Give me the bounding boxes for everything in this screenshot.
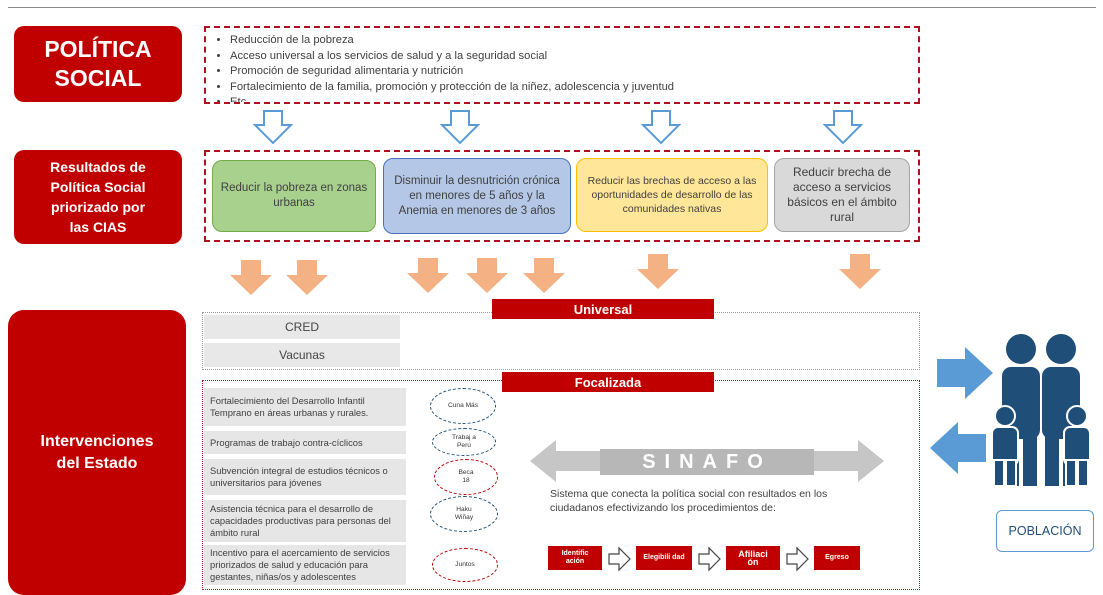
down-arrow-icon xyxy=(637,254,679,289)
sinafo-description: Sistema que conecta la política social c… xyxy=(550,488,828,514)
down-arrow-icon xyxy=(440,110,480,144)
policy-item: Promoción de seguridad alimentaria y nut… xyxy=(230,64,918,80)
focalizada-header: Focalizada xyxy=(502,372,714,392)
sinafo-title: SINAFO xyxy=(600,449,814,475)
down-arrow-icon xyxy=(466,258,508,293)
universal-row: CRED xyxy=(204,315,400,339)
program-oval: Beca 18 xyxy=(434,459,498,495)
header-line: POLÍTICA xyxy=(44,36,152,62)
down-arrow-icon xyxy=(230,260,272,295)
resultados-header: Resultados de Política Social priorizado… xyxy=(14,150,182,244)
people-icon xyxy=(991,334,1091,487)
program-item: Asistencia técnica para el desarrollo de… xyxy=(204,500,406,542)
down-arrow-icon xyxy=(407,258,449,293)
program-oval: Cuna Más xyxy=(430,388,496,424)
header-line: las CIAS xyxy=(69,219,127,235)
top-divider xyxy=(8,7,1096,8)
program-oval: Trabaj a Perú xyxy=(432,428,496,456)
result-card: Reducir brecha de acceso a servicios bás… xyxy=(774,158,910,232)
header-line: priorizado por xyxy=(50,199,146,215)
intervenciones-header: Intervenciones del Estado xyxy=(8,310,186,595)
chevron-right-icon xyxy=(786,546,809,572)
program-item: Programas de trabajo contra-cíclicos xyxy=(204,431,406,454)
program-item: Incentivo para el acercamiento de servic… xyxy=(204,545,406,585)
policy-list-box: Reducción de la pobreza Acceso universal… xyxy=(204,26,920,104)
result-card: Disminuir la desnutrición crónica en men… xyxy=(383,158,571,234)
right-arrow-icon xyxy=(937,347,993,399)
program-oval: Juntos xyxy=(432,548,498,582)
left-arrow-icon xyxy=(930,422,986,474)
process-step: Elegibili dad xyxy=(636,546,692,570)
result-card: Reducir la pobreza en zonas urbanas xyxy=(212,160,376,232)
policy-item: Etc. xyxy=(230,95,918,102)
header-line: del Estado xyxy=(56,454,138,472)
header-line: Intervenciones xyxy=(40,432,154,450)
program-item: Subvención integral de estudios técnicos… xyxy=(204,459,406,495)
policy-item: Acceso universal a los servicios de salu… xyxy=(230,49,918,65)
policy-item: Reducción de la pobreza xyxy=(230,33,918,49)
program-item: Fortalecimiento del Desarrollo Infantil … xyxy=(204,388,406,426)
poblacion-label: POBLACIÓN xyxy=(996,510,1094,552)
process-step: Egreso xyxy=(814,546,860,570)
down-arrow-icon xyxy=(641,110,681,144)
down-arrow-icon xyxy=(823,110,863,144)
policy-list: Reducción de la pobreza Acceso universal… xyxy=(206,33,918,102)
universal-row: Vacunas xyxy=(204,343,400,367)
results-box xyxy=(204,150,920,242)
header-line: Resultados de xyxy=(50,159,146,175)
down-arrow-icon xyxy=(286,260,328,295)
down-arrow-icon xyxy=(839,254,881,289)
chevron-right-icon xyxy=(698,546,721,572)
universal-header: Universal xyxy=(492,299,714,319)
result-card: Reducir las brechas de acceso a las opor… xyxy=(576,158,768,232)
policy-item: Fortalecimiento de la familia, promoción… xyxy=(230,80,918,96)
process-step: Afiliaci ón xyxy=(726,546,780,570)
header-line: SOCIAL xyxy=(54,65,142,91)
header-line: Política Social xyxy=(50,179,146,195)
program-oval: Haku Wiñay xyxy=(430,496,498,532)
down-arrow-icon xyxy=(523,258,565,293)
politica-social-header: POLÍTICA SOCIAL xyxy=(14,26,182,102)
chevron-right-icon xyxy=(608,546,631,572)
process-step: Identific ación xyxy=(548,546,602,570)
down-arrow-icon xyxy=(253,110,293,144)
